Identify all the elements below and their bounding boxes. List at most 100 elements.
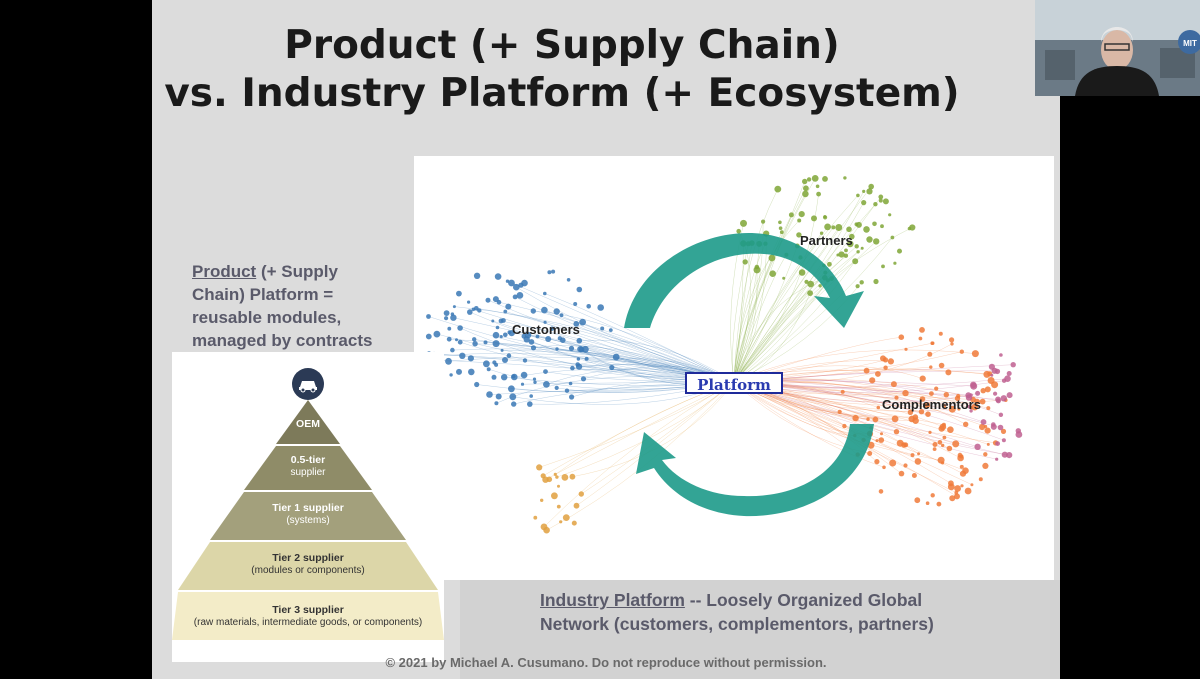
mit-badge-text: MIT xyxy=(1183,39,1197,48)
network-node xyxy=(788,212,794,218)
network-node xyxy=(486,367,491,372)
network-node xyxy=(901,442,907,448)
network-node xyxy=(512,294,518,300)
network-node xyxy=(846,226,852,233)
network-node xyxy=(494,362,499,367)
network-node xyxy=(495,393,502,400)
network-node xyxy=(467,300,471,304)
product-platform-line3: reusable modules, xyxy=(192,308,342,327)
network-node xyxy=(954,493,960,500)
network-node xyxy=(932,442,938,447)
network-node xyxy=(555,475,559,479)
network-node xyxy=(866,188,873,195)
network-node xyxy=(963,421,969,427)
network-node xyxy=(508,385,515,393)
network-node xyxy=(823,215,827,219)
network-node xyxy=(444,316,449,321)
network-node xyxy=(875,371,881,377)
industry-platform-line1: -- Loosely Organized Global xyxy=(684,590,923,610)
network-node xyxy=(508,279,515,287)
network-node xyxy=(768,254,776,262)
platform-center-label: Platform xyxy=(685,372,783,394)
network-edge xyxy=(733,261,856,383)
network-node xyxy=(983,452,988,457)
network-node xyxy=(986,406,991,411)
network-node xyxy=(855,221,862,228)
network-node xyxy=(551,492,558,500)
network-node xyxy=(1001,438,1006,443)
network-edge xyxy=(733,248,863,383)
product-platform-line2: Chain) Platform = xyxy=(192,285,334,304)
product-platform-description: Product (+ Supply Chain) Platform = reus… xyxy=(192,260,392,352)
network-node xyxy=(511,401,517,407)
network-node xyxy=(880,224,884,229)
network-node xyxy=(856,193,860,198)
network-node xyxy=(486,391,493,398)
network-node xyxy=(811,175,819,182)
network-node xyxy=(521,279,528,287)
cluster-label-partners: Partners xyxy=(800,233,853,248)
network-node xyxy=(491,319,495,323)
network-node xyxy=(492,340,500,348)
network-node xyxy=(573,302,578,306)
network-node xyxy=(914,497,921,504)
tier-oem: OEM xyxy=(296,418,320,430)
network-node xyxy=(457,325,463,331)
network-node xyxy=(945,369,952,376)
presenter-video-thumbnail[interactable]: MIT xyxy=(1035,0,1200,96)
network-node xyxy=(551,269,556,274)
network-node xyxy=(843,253,849,258)
industry-platform-description: Industry Platform -- Loosely Organized G… xyxy=(540,588,1010,636)
network-node xyxy=(824,223,831,231)
network-node xyxy=(505,303,512,310)
network-node xyxy=(494,273,502,280)
network-node xyxy=(937,456,945,464)
network-node xyxy=(993,391,998,396)
network-node xyxy=(927,351,933,357)
network-node xyxy=(584,356,589,361)
network-edge xyxy=(733,254,787,383)
network-node xyxy=(796,232,802,238)
network-node xyxy=(500,348,504,352)
network-node xyxy=(836,253,840,257)
network-edge xyxy=(733,381,957,493)
network-node xyxy=(543,381,550,388)
network-node xyxy=(530,308,536,314)
network-node xyxy=(533,380,537,384)
network-node xyxy=(995,457,999,461)
network-node xyxy=(863,226,870,233)
network-node xyxy=(562,514,570,521)
network-edge xyxy=(733,188,779,383)
network-node xyxy=(742,259,748,265)
network-node xyxy=(855,284,860,289)
network-node xyxy=(959,470,967,477)
network-node xyxy=(573,502,580,509)
network-node xyxy=(1000,428,1007,434)
network-node xyxy=(942,435,947,440)
network-node xyxy=(837,409,842,414)
network-node xyxy=(557,336,563,341)
network-node xyxy=(948,480,954,487)
network-edge xyxy=(733,251,859,383)
cluster-label-complementors: Complementors xyxy=(882,397,981,412)
network-node xyxy=(891,415,899,423)
network-node xyxy=(991,422,996,427)
network-node xyxy=(925,501,930,506)
network-node xyxy=(467,355,474,362)
network-node xyxy=(501,374,508,381)
network-node xyxy=(918,336,923,341)
network-node xyxy=(923,402,931,409)
network-node xyxy=(520,371,528,379)
network-node xyxy=(959,349,964,354)
network-node xyxy=(912,414,919,420)
network-node xyxy=(532,377,537,381)
network-node xyxy=(890,235,895,240)
network-node xyxy=(819,231,824,235)
network-node xyxy=(447,326,452,331)
network-node xyxy=(806,177,812,182)
network-node xyxy=(949,337,955,343)
network-node xyxy=(970,483,974,487)
network-node xyxy=(798,211,805,218)
network-node xyxy=(492,331,500,339)
